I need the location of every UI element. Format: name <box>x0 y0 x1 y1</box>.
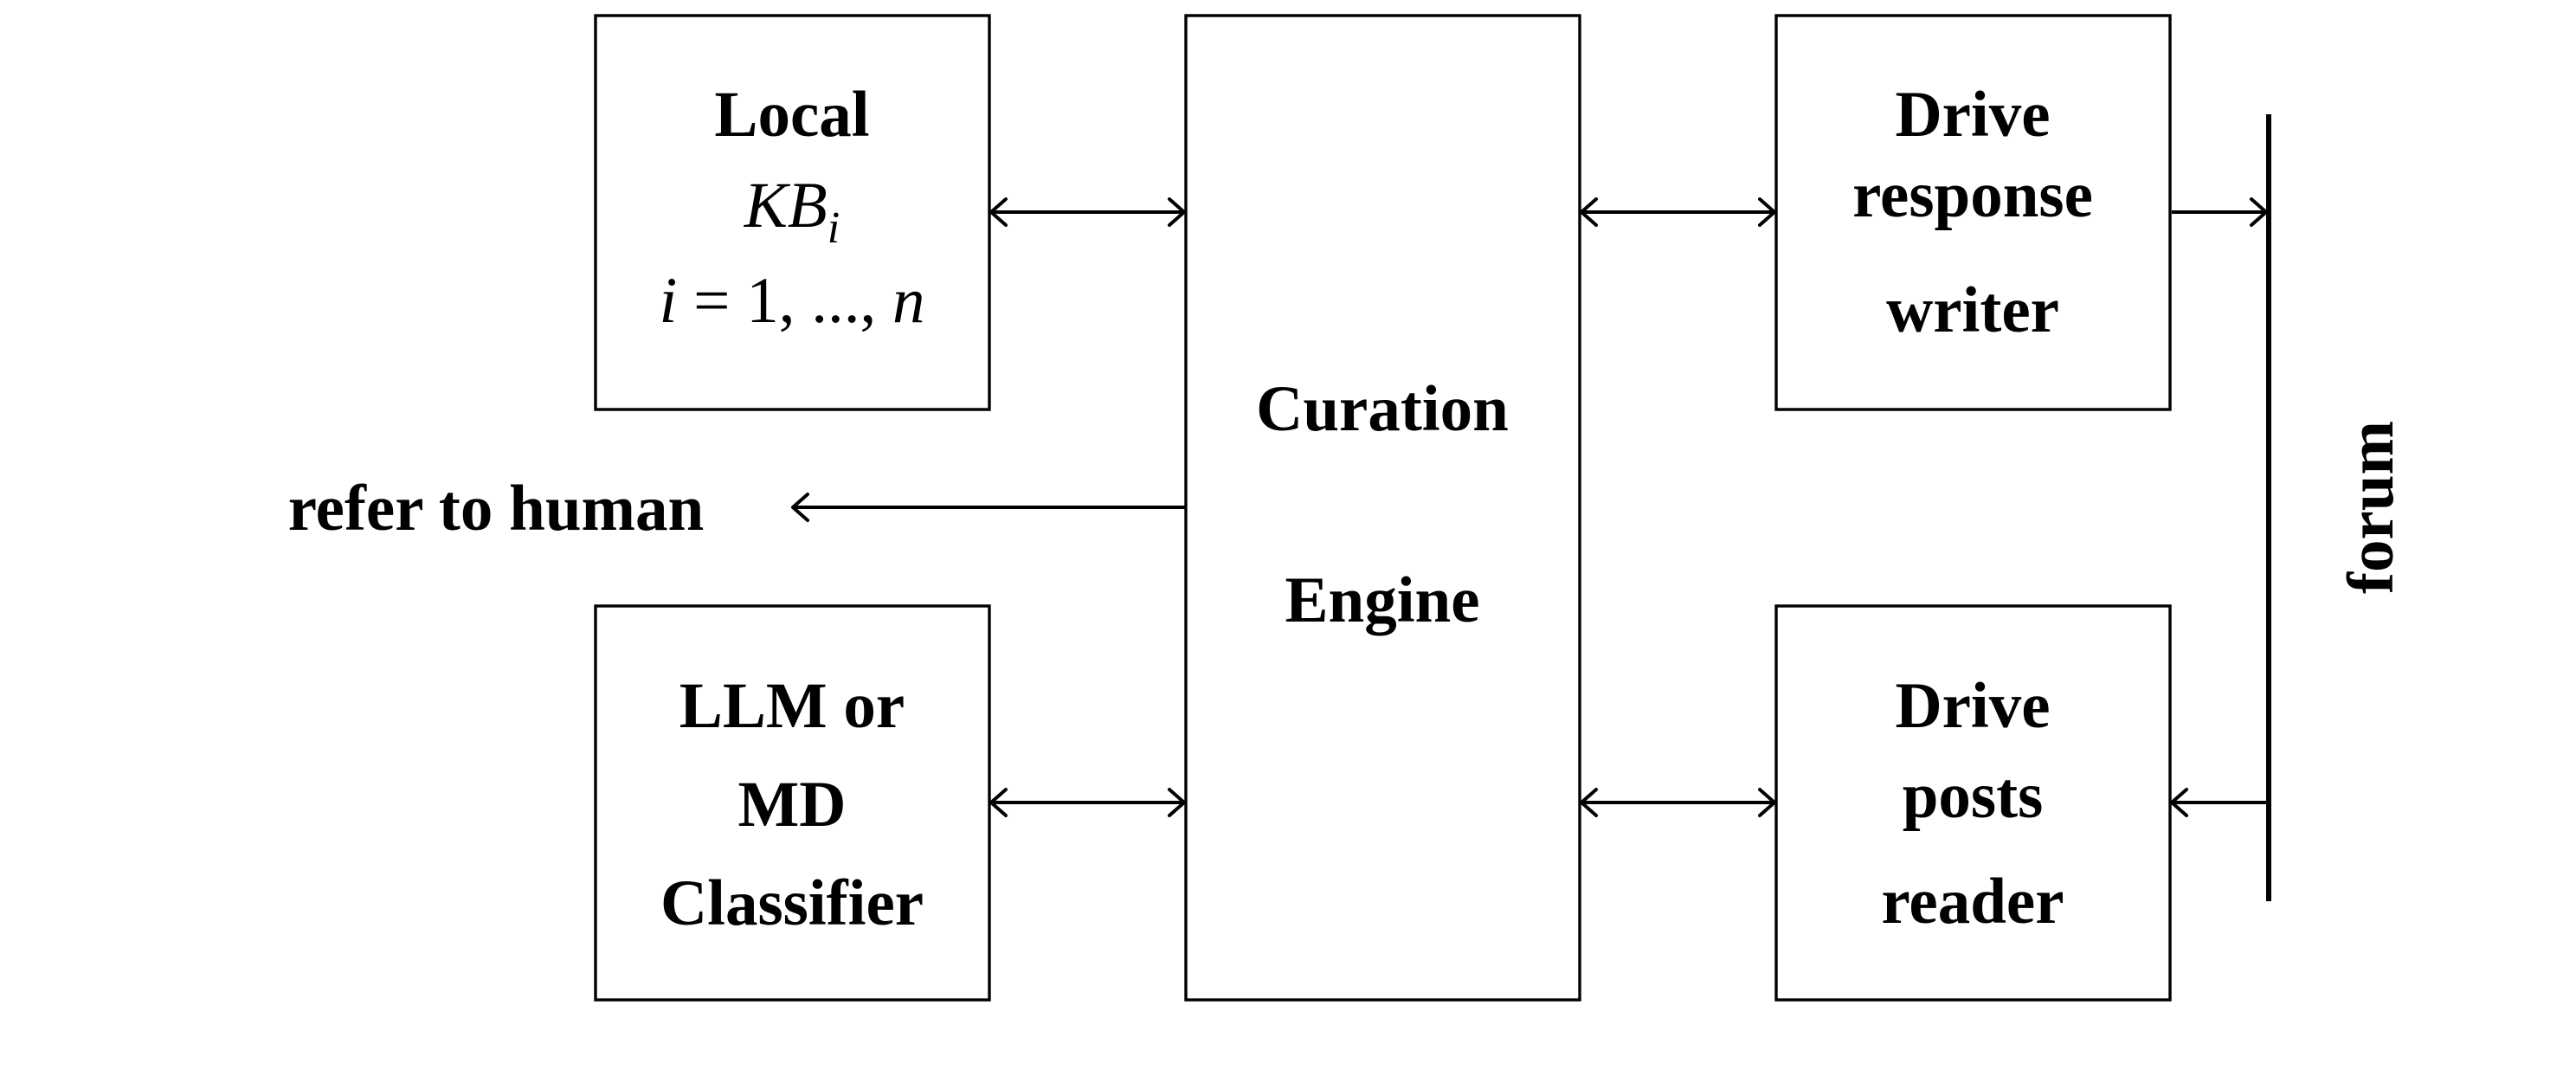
local-kb-title: Local <box>714 79 869 151</box>
arrowhead-left <box>1580 197 1598 227</box>
edge-curation-response-writer <box>1580 197 1776 227</box>
arrowhead-left <box>2170 788 2188 817</box>
edge-classifier-curation <box>989 788 1186 817</box>
curation-engine-box <box>1184 14 1581 1002</box>
local-kb-index-range: i = 1, ..., n <box>660 265 925 337</box>
posts-reader-box <box>1774 604 2172 1002</box>
edge-local-kb-curation <box>989 197 1186 227</box>
classifier-label-line-3: Classifier <box>660 867 924 939</box>
edge-forum-posts-reader <box>2170 788 2266 817</box>
posts-reader-label-line-3: reader <box>1881 866 2064 938</box>
edge-curation-posts-reader <box>1580 788 1776 817</box>
arrowhead-left <box>989 197 1008 227</box>
arrowhead-left <box>791 493 809 522</box>
local-kb-box <box>594 14 991 411</box>
forum-label: forum <box>2335 421 2407 594</box>
local-kb-kb-label: KBi <box>744 170 840 253</box>
arrowhead-left <box>989 788 1008 817</box>
arrowhead-right <box>2250 197 2268 227</box>
arrowhead-right <box>1168 197 1186 227</box>
response-writer-label-line-3: writer <box>1886 274 2059 346</box>
arrowhead-right <box>1758 788 1776 817</box>
classifier-label-line-1: LLM or <box>679 670 905 742</box>
classifier-label-line-2: MD <box>738 769 847 841</box>
response-writer-box <box>1774 14 2172 411</box>
arrowhead-right <box>1168 788 1186 817</box>
edge-response-writer-forum <box>2172 197 2268 227</box>
edge-curation-refer-human <box>791 493 1186 522</box>
arrowhead-right <box>1758 197 1776 227</box>
arrowhead-left <box>1580 788 1598 817</box>
response-writer-label-line-1: Drive <box>1895 79 2050 151</box>
response-writer-label-line-2: response <box>1852 159 2093 231</box>
posts-reader-label-line-2: posts <box>1903 760 2044 832</box>
curation-engine-label-line-1: Curation <box>1256 373 1509 445</box>
posts-reader-label-line-1: Drive <box>1895 670 2050 742</box>
refer-to-human-label: refer to human <box>288 473 705 545</box>
curation-engine-label-line-2: Engine <box>1285 564 1479 636</box>
classifier-box <box>594 604 991 1002</box>
